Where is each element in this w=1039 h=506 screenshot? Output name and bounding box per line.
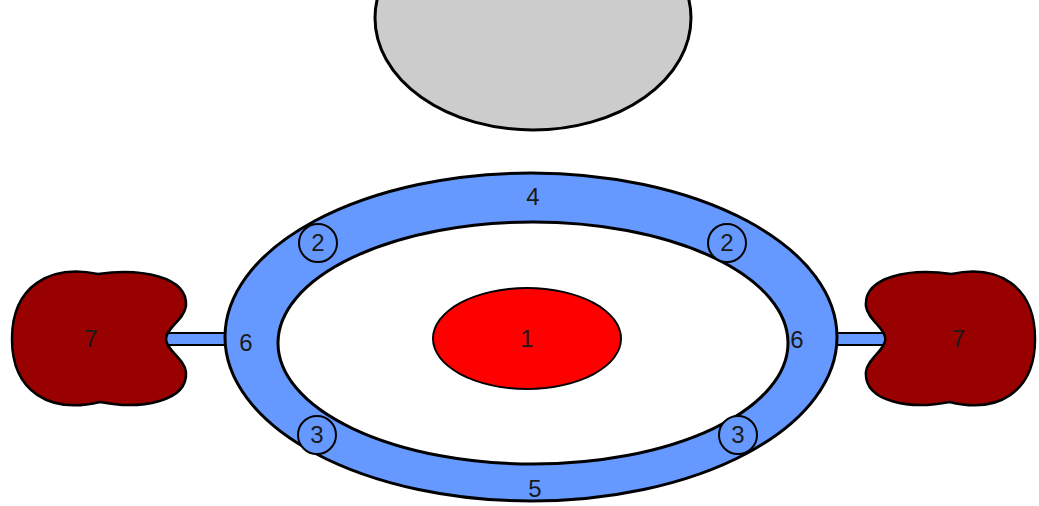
ring-inner	[278, 222, 788, 464]
small-circle: 3	[297, 415, 337, 455]
grey-dome	[375, 0, 691, 130]
kidney-fill	[12, 272, 186, 406]
callout-number: 2	[311, 231, 324, 255]
callout-number: 4	[526, 185, 539, 209]
callout-number: 7	[952, 327, 965, 351]
callout-number: 1	[520, 327, 533, 351]
callout-number: 7	[84, 327, 97, 351]
callout-number: 3	[310, 423, 323, 447]
callout-number: 3	[731, 423, 744, 447]
small-circle: 2	[298, 223, 338, 263]
callout-number: 6	[239, 331, 252, 355]
kidney-outline	[10, 268, 190, 410]
kidney-group	[12, 272, 186, 406]
kidney-fill	[866, 272, 1035, 406]
callout-number: 5	[528, 477, 541, 501]
ring-outer	[225, 173, 837, 501]
kidney-shape: 7	[862, 268, 1037, 410]
center-ellipse: 1	[432, 287, 622, 390]
kidney-shape: 7	[10, 268, 190, 410]
kidney-outline	[862, 268, 1037, 410]
small-circle: 3	[718, 415, 758, 455]
kidney-group	[866, 272, 1035, 406]
callout-number: 6	[790, 328, 803, 352]
small-circle: 2	[707, 223, 747, 263]
callout-number: 2	[720, 231, 733, 255]
